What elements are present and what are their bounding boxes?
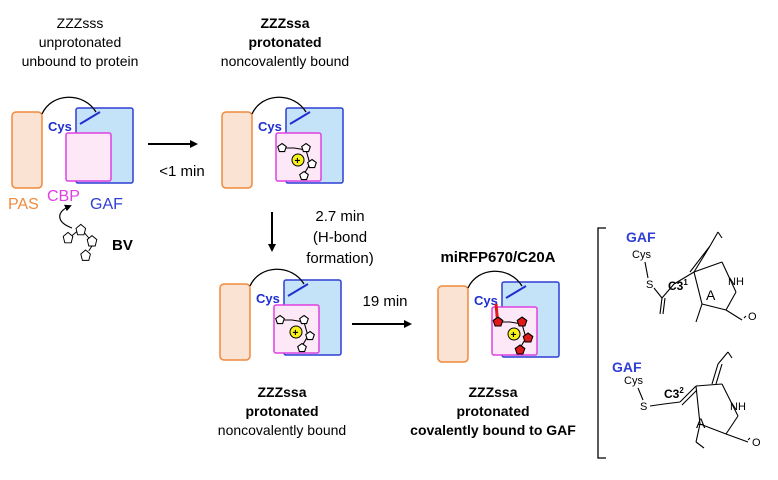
- transition-2-line-2: (H-bond: [312, 229, 368, 246]
- bv-pyrrole-d: [514, 344, 526, 355]
- protein-state-4: Cys +: [437, 270, 560, 363]
- transition-2-line-3: formation): [306, 250, 374, 267]
- transition-2-line-1: 2.7 min: [315, 208, 365, 225]
- pas-domain: [219, 283, 251, 361]
- protein-state-3: Cys +: [219, 268, 342, 361]
- linker: [467, 270, 523, 289]
- pas-domain: [437, 285, 469, 363]
- bv-pyrrole-b: [299, 314, 309, 325]
- state-1-line-2: unprotonated: [38, 34, 122, 50]
- structure-bracket: [597, 227, 606, 459]
- cbp-label: CBP: [47, 188, 80, 205]
- gaf-label: GAF: [90, 196, 123, 213]
- structure-bottom-c-sup: 2: [679, 386, 684, 395]
- bv-pyrrole-a: [275, 314, 285, 325]
- proton-plus: +: [511, 330, 517, 341]
- bv-pyrrole-a: [277, 142, 287, 153]
- bv-label: BV: [112, 237, 133, 254]
- structure-top-cys-label: Cys: [632, 249, 651, 261]
- cys-label: Cys: [474, 293, 498, 308]
- structure-top-nh-label: NH: [728, 276, 744, 288]
- protein-state-2: Cys +: [221, 96, 344, 189]
- state-2-line-2: protonated: [248, 34, 322, 50]
- structure-bottom-s-label: S: [640, 401, 647, 413]
- transition-3-label: 19 min: [362, 293, 408, 310]
- state-4-line-2: protonated: [456, 403, 530, 419]
- bv-pyrrole-b: [516, 316, 528, 327]
- state-3-line-1: ZZZssa: [257, 384, 307, 400]
- state-2-line-1: ZZZssa: [260, 15, 310, 31]
- free-biliverdin: [62, 223, 98, 261]
- transition-1-label: <1 min: [159, 163, 205, 180]
- binding-arrow: [59, 204, 73, 229]
- state-4-line-3: covalently bound to GAF: [410, 422, 576, 438]
- cys-label: Cys: [258, 119, 282, 134]
- linker: [41, 96, 97, 115]
- structure-top-c-text: C3: [668, 279, 684, 293]
- pas-label: PAS: [8, 196, 39, 213]
- bv-pyrrole-d: [299, 170, 309, 181]
- cys-residue-line: [505, 285, 527, 299]
- state-4-line-1: ZZZssa: [468, 384, 518, 400]
- linker: [251, 96, 307, 115]
- cys-label: Cys: [256, 291, 280, 306]
- structure-bottom-gaf-label: GAF: [612, 359, 642, 375]
- state-1-caption: ZZZsss unprotonated unbound to protein: [5, 14, 155, 71]
- bv-pyrrole-a: [492, 316, 504, 327]
- bv-pyrrole-c: [522, 332, 534, 343]
- proton-marker: [291, 153, 305, 167]
- bv-pyrrole-b: [301, 142, 311, 153]
- structure-bottom-o-label: O: [752, 437, 761, 449]
- structure-bottom-c-label: C32: [664, 386, 684, 401]
- linker: [249, 268, 305, 287]
- pas-domain: [221, 111, 253, 189]
- state-2-line-3: noncovalently bound: [220, 53, 350, 69]
- state-1-line-3: unbound to protein: [21, 53, 139, 69]
- structure-top-gaf-label: GAF: [626, 229, 656, 245]
- structure-bottom-ring-label: A: [696, 415, 706, 431]
- state-2-caption: ZZZssa protonated noncovalently bound: [195, 14, 375, 71]
- proton-plus: +: [295, 156, 301, 167]
- proton-marker: [507, 327, 521, 341]
- state-3-line-2: protonated: [245, 403, 319, 419]
- structure-bottom-cys-label: Cys: [624, 375, 643, 387]
- state-3-caption: ZZZssa protonated noncovalently bound: [192, 383, 372, 440]
- cys-residue-line: [79, 111, 101, 125]
- state-1-line-1: ZZZsss: [56, 15, 104, 31]
- structure-c32: GAF Cys S C32 A NH O: [612, 351, 761, 449]
- structure-top-s-label: S: [646, 279, 653, 291]
- structure-top-bonds: [644, 231, 747, 323]
- state-3-line-3: noncovalently bound: [217, 422, 347, 438]
- structure-bottom-bonds: [637, 351, 751, 449]
- mutant-label: miRFP670/C20A: [440, 249, 556, 266]
- bv-pyrrole-d: [297, 342, 307, 353]
- pas-domain: [11, 111, 43, 189]
- structure-top-c-sup: 1: [683, 278, 688, 287]
- cys-residue-line: [287, 283, 309, 297]
- structure-top-ring-label: A: [706, 287, 716, 303]
- proton-marker: [289, 325, 303, 339]
- proton-plus: +: [293, 328, 299, 339]
- cys-residue-line: [289, 111, 311, 125]
- structure-bottom-nh-label: NH: [730, 401, 746, 413]
- structure-bottom-c-text: C3: [664, 387, 680, 401]
- cbp-domain: [65, 132, 112, 182]
- cys-label: Cys: [48, 119, 72, 134]
- bv-pyrrole-c: [305, 330, 315, 341]
- structure-c31: GAF Cys S C31 A NH O: [626, 229, 757, 323]
- state-4-caption: ZZZssa protonated covalently bound to GA…: [398, 383, 588, 440]
- structure-top-o-label: O: [748, 311, 757, 323]
- bv-pyrrole-c: [307, 158, 317, 169]
- transition-2-label: 2.7 min (H-bond formation): [290, 206, 390, 269]
- structure-top-c-label: C31: [668, 278, 688, 293]
- protein-state-1: Cys PAS CBP GAF: [8, 96, 134, 213]
